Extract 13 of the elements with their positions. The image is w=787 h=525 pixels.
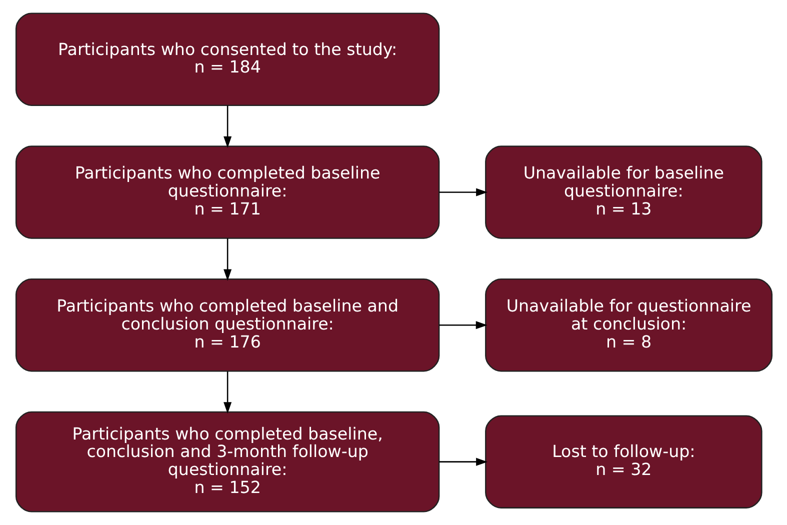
- node-box: Participants who completed baseline questionnaire: n = 171: [14, 146, 440, 239]
- node-box: Unavailable for questionnaire at conclusion: n = 8: [484, 278, 772, 372]
- arrow: [438, 458, 488, 466]
- arrow: [438, 188, 488, 196]
- node-box: Unavailable for baseline questionnaire: n = 13: [484, 146, 762, 239]
- node-box: Lost to follow-up: n = 32: [484, 415, 762, 508]
- node-box: Participants who completed baseline, conclusion and 3-month follow-up questionnaire: n = 152: [14, 411, 440, 512]
- node-box: Participants who consented to the study: n = 184: [14, 12, 440, 106]
- node-box: Participants who completed baseline and conclusion questionnaire: n = 176: [14, 278, 440, 372]
- arrow: [223, 238, 232, 281]
- arrow: [438, 321, 487, 330]
- arrow: [223, 105, 232, 148]
- arrow: [223, 371, 232, 414]
